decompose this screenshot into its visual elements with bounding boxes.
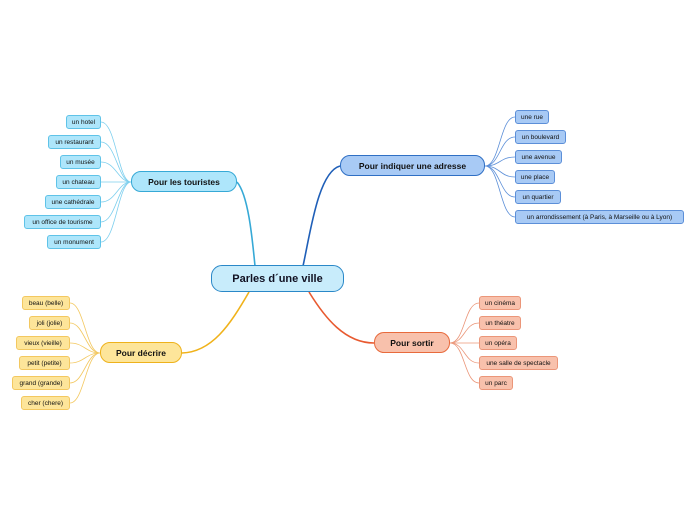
leaf-sortir-0[interactable]: un cinéma <box>479 296 521 310</box>
link-touristes-6 <box>100 181 132 243</box>
link-touristes-1 <box>100 141 132 183</box>
leaf-decrire-3[interactable]: petit (petite) <box>19 356 70 370</box>
leaf-touristes-3[interactable]: un chateau <box>56 175 101 189</box>
leaf-adresse-2[interactable]: une avenue <box>515 150 562 164</box>
leaf-adresse-1[interactable]: un boulevard <box>515 130 566 144</box>
leaf-decrire-1[interactable]: joli (jolie) <box>29 316 70 330</box>
leaf-sortir-3[interactable]: une salle de spectacle <box>479 356 558 370</box>
link-central-sortir <box>308 291 375 344</box>
link-adresse-5 <box>484 165 516 218</box>
branch-touristes[interactable]: Pour les touristes <box>131 171 237 192</box>
leaf-adresse-3[interactable]: une place <box>515 170 555 184</box>
link-decrire-0 <box>69 302 101 354</box>
link-central-decrire <box>181 291 250 354</box>
link-decrire-1 <box>69 322 101 354</box>
link-adresse-1 <box>484 136 516 167</box>
branch-decrire[interactable]: Pour décrire <box>100 342 182 363</box>
link-adresse-0 <box>484 116 516 167</box>
leaf-touristes-0[interactable]: un hotel <box>66 115 101 129</box>
leaf-sortir-1[interactable]: un théatre <box>479 316 521 330</box>
leaf-decrire-5[interactable]: cher (chere) <box>21 396 70 410</box>
leaf-touristes-6[interactable]: un monument <box>47 235 101 249</box>
leaf-touristes-5[interactable]: un office de tourisme <box>24 215 101 229</box>
leaf-touristes-2[interactable]: un musée <box>60 155 101 169</box>
link-decrire-2 <box>69 342 101 354</box>
link-touristes-2 <box>100 161 132 183</box>
link-sortir-1 <box>449 322 480 344</box>
link-sortir-4 <box>449 342 480 384</box>
leaf-adresse-5[interactable]: un arrondissement (à Paris, à Marseille … <box>515 210 684 224</box>
leaf-sortir-4[interactable]: un parc <box>479 376 513 390</box>
branch-sortir[interactable]: Pour sortir <box>374 332 450 353</box>
leaf-adresse-4[interactable]: un quartier <box>515 190 561 204</box>
leaf-sortir-2[interactable]: un opéra <box>479 336 517 350</box>
link-central-touristes <box>236 181 256 267</box>
link-central-adresse <box>302 165 341 267</box>
link-adresse-2 <box>484 156 516 167</box>
leaf-decrire-2[interactable]: vieux (vieille) <box>16 336 70 350</box>
leaf-adresse-0[interactable]: une rue <box>515 110 549 124</box>
leaf-decrire-4[interactable]: grand (grande) <box>12 376 70 390</box>
leaf-touristes-4[interactable]: une cathédrale <box>45 195 101 209</box>
leaf-touristes-1[interactable]: un restaurant <box>48 135 101 149</box>
branch-adresse[interactable]: Pour indiquer une adresse <box>340 155 485 176</box>
central-topic[interactable]: Parles d´une ville <box>211 265 344 292</box>
link-sortir-0 <box>449 302 480 344</box>
link-sortir-3 <box>449 342 480 364</box>
leaf-decrire-0[interactable]: beau (belle) <box>22 296 70 310</box>
link-touristes-0 <box>100 121 132 183</box>
link-decrire-5 <box>69 352 101 404</box>
